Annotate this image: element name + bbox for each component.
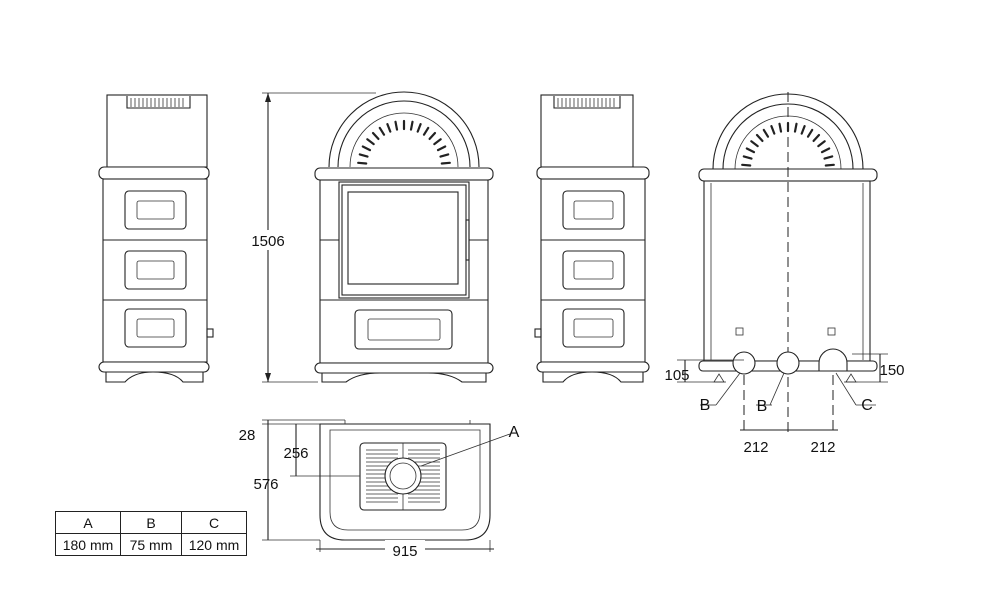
- vent-slot: [762, 128, 770, 138]
- vent-slot: [361, 145, 372, 152]
- vent-slot: [433, 138, 442, 146]
- spec-header-a: A: [55, 511, 121, 534]
- vent-slot: [817, 140, 826, 148]
- vent-slot: [428, 131, 437, 140]
- vent-slot: [366, 138, 375, 146]
- spec-value-c: 120 mm: [181, 533, 247, 556]
- outlet-c-label: C: [861, 397, 873, 414]
- side-offset-right-value: 150: [879, 362, 904, 379]
- spec-header-b: B: [120, 511, 182, 534]
- vent-slot: [378, 126, 386, 136]
- vent-slot: [793, 122, 798, 133]
- vent-slot: [440, 161, 451, 165]
- depth-value: 576: [253, 476, 278, 493]
- height-dimension: 1506: [248, 92, 376, 383]
- vent-slot: [800, 124, 806, 135]
- vent-slot: [386, 122, 392, 133]
- spec-value-b: 75 mm: [120, 533, 182, 556]
- spec-value-a: 180 mm: [55, 533, 121, 556]
- top-view: A 28 256 576 915: [239, 419, 520, 560]
- side-view-right: [534, 94, 650, 383]
- vent-slot: [824, 163, 835, 167]
- vent-slot: [394, 120, 399, 131]
- vent-slot: [741, 163, 752, 167]
- vent-slot: [812, 133, 821, 142]
- spec-header-c: C: [181, 511, 247, 534]
- width-value: 915: [392, 543, 417, 560]
- side-view-left: [98, 94, 214, 383]
- wall-clearance-value: 28: [239, 427, 256, 444]
- rear-spacing-left-value: 212: [743, 439, 768, 456]
- height-value: 1506: [251, 233, 284, 250]
- front-view: [314, 91, 494, 383]
- vent-slot: [806, 128, 814, 138]
- vent-slot: [409, 120, 414, 131]
- rear-view: 105 150 B B C 212 212: [664, 92, 905, 456]
- flue-outlet-label: A: [509, 424, 520, 441]
- flue-offset-value: 256: [283, 445, 308, 462]
- vent-slot: [745, 147, 756, 154]
- vent-slot: [755, 133, 764, 142]
- side-offset-left-value: 105: [664, 367, 689, 384]
- vent-slot: [750, 140, 759, 148]
- vent-slot: [436, 145, 447, 152]
- vent-slot: [820, 147, 831, 154]
- spec-table-value-row: 180 mm 75 mm 120 mm: [55, 533, 247, 556]
- outlet-b-label-2: B: [757, 398, 768, 415]
- vent-slot: [357, 161, 368, 165]
- vent-slot: [770, 124, 776, 135]
- vent-slot: [416, 122, 422, 133]
- outlet-b-label-1: B: [700, 397, 711, 414]
- vent-slot: [742, 155, 753, 160]
- spec-table-header-row: A B C: [55, 511, 247, 534]
- rear-spacing-right-value: 212: [810, 439, 835, 456]
- vent-slot: [371, 131, 380, 140]
- vent-slot: [422, 126, 430, 136]
- spec-table: A B C 180 mm 75 mm 120 mm: [55, 511, 247, 556]
- vent-slot: [778, 122, 783, 133]
- vent-slot: [358, 153, 369, 158]
- vent-slot: [439, 153, 450, 158]
- vent-slot: [823, 155, 834, 160]
